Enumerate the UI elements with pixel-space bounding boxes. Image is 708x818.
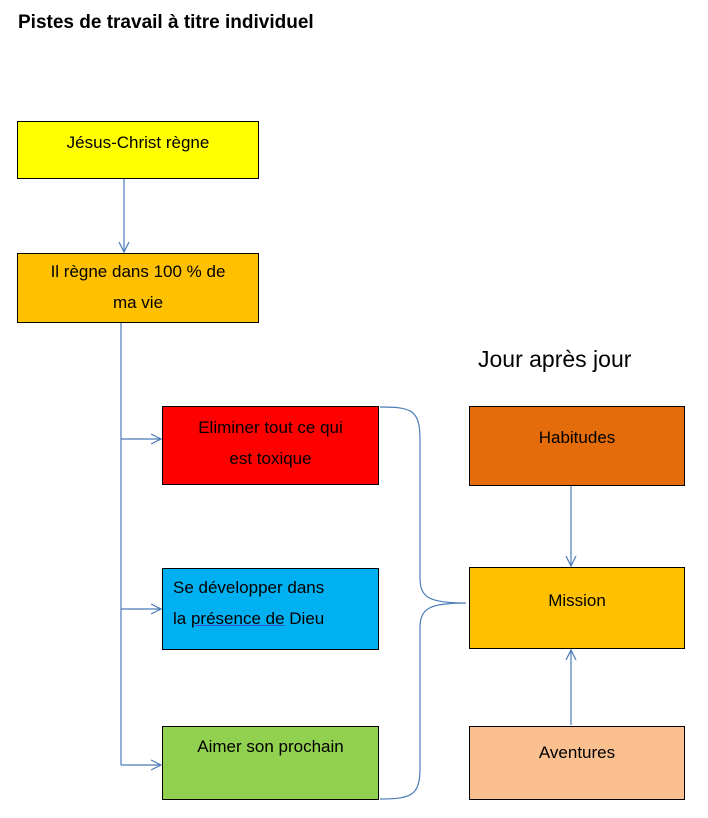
box-jesus-christ-regne: Jésus-Christ règne bbox=[17, 121, 259, 179]
box-label: Mission bbox=[548, 591, 606, 610]
box-label: Jésus-Christ règne bbox=[66, 133, 210, 152]
box-label-prefix: la bbox=[173, 609, 191, 628]
box-label-line2: la présence de Dieu bbox=[163, 603, 378, 634]
box-label: Eliminer tout ce qui bbox=[198, 418, 343, 437]
box-se-developper: Se développer dans la présence de Dieu bbox=[162, 568, 379, 650]
box-mission: Mission bbox=[469, 567, 685, 649]
box-label-suffix: Dieu bbox=[284, 609, 325, 628]
box-label-line2: est toxique bbox=[229, 449, 312, 468]
box-label: Aventures bbox=[538, 743, 616, 762]
box-eliminer-toxique: Eliminer tout ce qui est toxique bbox=[162, 406, 379, 485]
side-heading: Jour après jour bbox=[478, 346, 632, 372]
grouping-brace bbox=[379, 406, 467, 800]
page-title: Pistes de travail à titre individuel bbox=[18, 12, 314, 33]
box-il-regne: Il règne dans 100 % de ma vie bbox=[17, 253, 259, 323]
box-label: Se développer dans bbox=[173, 578, 325, 597]
spelling-marked-text: présence de bbox=[190, 609, 285, 628]
box-aventures: Aventures bbox=[469, 726, 685, 800]
box-aimer-prochain: Aimer son prochain bbox=[162, 726, 379, 800]
box-label: Il règne dans 100 % de bbox=[50, 262, 226, 281]
box-label: Habitudes bbox=[538, 428, 616, 447]
box-label: Aimer son prochain bbox=[197, 737, 344, 756]
box-label-line2: ma vie bbox=[112, 293, 164, 312]
box-habitudes: Habitudes bbox=[469, 406, 685, 486]
